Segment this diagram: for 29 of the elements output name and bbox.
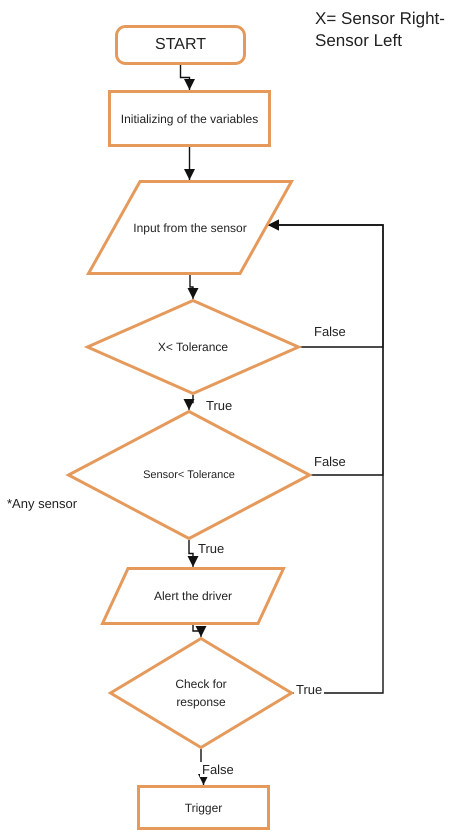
arrow <box>187 275 199 299</box>
node-label: Check for response <box>174 676 228 711</box>
process-box <box>137 785 270 830</box>
edge-label: False <box>312 454 348 469</box>
node-label: Initializing of the variables <box>120 110 258 128</box>
arrow <box>268 219 384 694</box>
decision-diamond <box>109 637 293 749</box>
node-label: Alert the driver <box>154 588 232 605</box>
decision-diamond <box>86 299 300 395</box>
edge-label: True <box>196 541 226 556</box>
arrow <box>192 625 207 637</box>
terminal-box <box>115 25 246 65</box>
edge-label: False <box>312 324 348 339</box>
edge-label: False <box>200 762 236 777</box>
input-output-parallelogram <box>101 567 285 625</box>
node-label: X< Tolerance <box>158 339 228 356</box>
arrow <box>184 147 196 180</box>
node-label: Input from the sensor <box>133 220 247 236</box>
arrow <box>183 395 195 410</box>
process-box <box>108 90 271 147</box>
node-label: Sensor< Tolerance <box>143 468 235 483</box>
edge-label: True <box>204 398 234 413</box>
arrow <box>187 540 199 567</box>
node-label: START <box>155 35 206 55</box>
input-output-parallelogram <box>87 180 293 275</box>
node-note: *Any sensor <box>5 496 80 511</box>
arrow <box>180 65 196 90</box>
node-label: Trigger <box>184 800 222 816</box>
edge-label: True <box>294 682 324 697</box>
